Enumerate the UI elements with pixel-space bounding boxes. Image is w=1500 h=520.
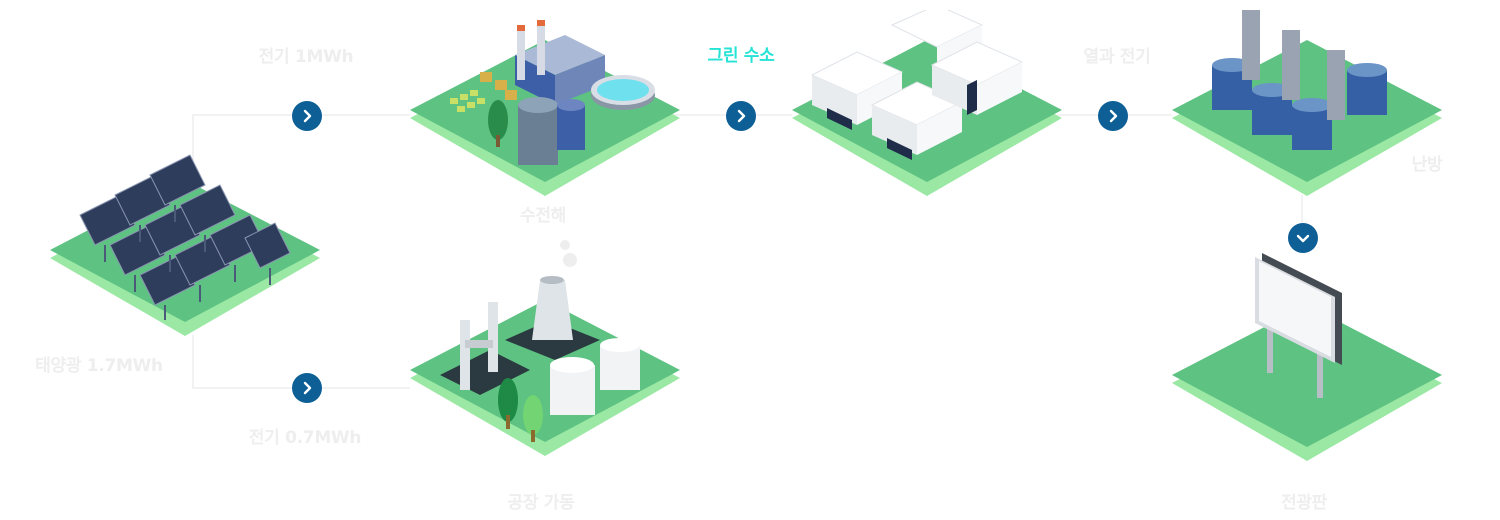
label-billboard: 전광판 [1280,493,1328,513]
flow-arrow-button[interactable] [292,373,322,403]
factory-illustration [410,240,680,456]
solar-farm-illustration [50,154,320,336]
flow-arrow-button[interactable] [726,101,756,131]
chevron-right-icon [303,109,312,123]
label-electricity-1mwh: 전기 1MWh [258,47,354,67]
label-factory-operation: 공장 가동 [507,493,575,513]
flow-arrow-button[interactable] [292,101,322,131]
hydrogen-storage-illustration [792,10,1062,196]
chevron-right-icon [737,109,746,123]
chevron-down-icon [1296,234,1310,243]
label-solar: 태양광 1.7MWh [35,356,163,376]
billboard-illustration [1172,253,1442,461]
flow-arrow-button[interactable] [1098,101,1128,131]
label-green-hydrogen: 그린 수소 [707,46,775,66]
label-electricity-07mwh: 전기 0.7MWh [248,428,362,448]
electrolysis-plant-illustration [410,20,680,196]
label-heat-and-power: 열과 전기 [1083,47,1151,67]
heating-plant-illustration [1172,10,1442,196]
label-heating: 난방 [1411,155,1443,175]
chevron-right-icon [303,381,312,395]
chevron-right-icon [1109,109,1118,123]
flow-arrow-down-button[interactable] [1288,223,1318,253]
label-electrolysis: 수전해 [519,206,567,226]
